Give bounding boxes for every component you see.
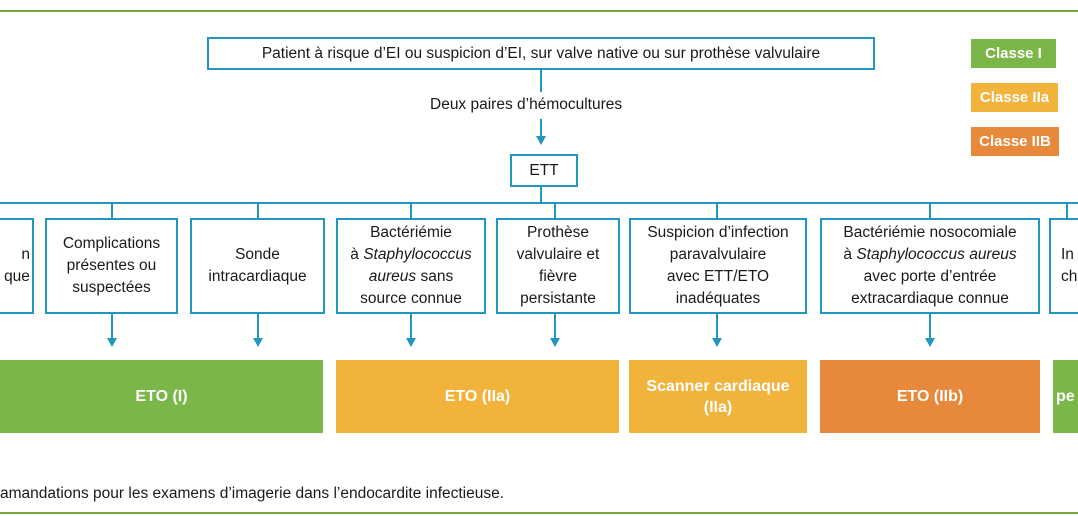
- drop-c2: [257, 202, 259, 218]
- c3-line-2-pre: à: [350, 246, 364, 263]
- c3-line-1: Bactériémie: [370, 224, 452, 241]
- figure-caption: amandations pour les examens d’imagerie …: [0, 485, 505, 502]
- result-eto-iia: ETO (IIa): [336, 360, 619, 433]
- result-eto-iib: ETO (IIb): [820, 360, 1040, 433]
- c3-line-3: aureus sans: [350, 266, 472, 288]
- connector-ett: [540, 187, 542, 203]
- arrow-c1: [107, 338, 117, 347]
- legend-classe-iia: Classe IIa: [971, 83, 1058, 112]
- c7-line-2: ch: [1061, 268, 1078, 285]
- arrow-to-ett: [536, 136, 546, 145]
- bottom-frame-line: [0, 512, 1078, 514]
- c3-line-3-em: aureus: [368, 268, 417, 285]
- condition-box-bacteriemie-staph: Bactériémie à Staphylococcus aureus sans…: [336, 218, 486, 314]
- condition-box-paravalvulaire: Suspicion d’infection paravalvulaire ave…: [629, 218, 807, 314]
- condition-box-sonde: Sonde intracardiaque: [190, 218, 325, 314]
- c4-line-1: Prothèse: [526, 224, 590, 241]
- arrow-c6: [925, 338, 935, 347]
- top-frame-line: [0, 10, 1078, 12]
- link-c4: [554, 314, 556, 338]
- drop-c1: [111, 202, 113, 218]
- arrow-c2: [253, 338, 263, 347]
- r3-line-2: (IIa): [703, 398, 733, 416]
- link-c5: [716, 314, 718, 338]
- r3-line-1: Scanner cardiaque: [646, 377, 790, 395]
- connector-root: [540, 70, 542, 92]
- c1-line-2: présentes ou: [66, 257, 157, 274]
- root-box: Patient à risque d’EI ou suspicion d’EI,…: [207, 37, 875, 70]
- c3-line-2-em: Staphylococcus: [363, 246, 472, 263]
- branch-bus: [0, 202, 1078, 204]
- condition-box-0: n que: [0, 218, 34, 314]
- link-c6: [929, 314, 931, 338]
- result-scanner-cardiaque: Scanner cardiaque (IIa): [629, 360, 807, 433]
- c6-line-2: à Staphylococcus aureus: [843, 244, 1016, 266]
- result-eto-i: ETO (I): [0, 360, 323, 433]
- c2-line-2: intracardiaque: [208, 268, 307, 285]
- condition-box-prothese: Prothèse valvulaire et fièvre persistant…: [496, 218, 620, 314]
- c5-line-3: avec ETT/ETO: [666, 268, 770, 285]
- link-c2: [257, 314, 259, 338]
- c0-line-1: n: [21, 246, 30, 263]
- c2-line-1: Sonde: [235, 246, 280, 263]
- ett-text: ETT: [529, 161, 559, 179]
- condition-box-7: In ch: [1049, 218, 1078, 314]
- drop-c6: [929, 202, 931, 218]
- drop-c3: [410, 202, 412, 218]
- c6-line-3: avec porte d’entrée: [863, 268, 997, 285]
- r5-line-1: pe: [1056, 388, 1075, 405]
- arrow-c4: [550, 338, 560, 347]
- arrow-c5: [712, 338, 722, 347]
- c6-line-2-pre: à: [843, 246, 857, 263]
- c5-line-4: inadéquates: [675, 290, 761, 307]
- c6-line-1: Bactériémie nosocomiale: [843, 224, 1017, 241]
- condition-box-complications: Complications présentes ou suspectées: [45, 218, 178, 314]
- drop-c5: [716, 202, 718, 218]
- edge-label: Deux paires d’hémocultures: [430, 96, 623, 113]
- c1-line-3: suspectées: [72, 279, 151, 296]
- c3-line-2: à Staphylococcus: [350, 244, 472, 266]
- ett-box: ETT: [510, 154, 578, 187]
- c6-line-2-em: Staphylococcus aureus: [856, 246, 1017, 263]
- c4-line-3: fièvre: [539, 268, 577, 285]
- legend-classe-i: Classe I: [971, 39, 1056, 68]
- link-c3: [410, 314, 412, 338]
- legend-classe-iib: Classe IIB: [971, 127, 1059, 156]
- c6-line-4: extracardiaque connue: [851, 290, 1009, 307]
- r1-line-1: ETO (I): [135, 388, 188, 405]
- result-5: pe: [1053, 360, 1078, 433]
- c4-line-2: valvulaire et: [516, 246, 600, 263]
- c7-line-1: In: [1061, 246, 1074, 263]
- c5-line-2: paravalvulaire: [669, 246, 767, 263]
- c1-line-1: Complications: [62, 235, 161, 252]
- root-text: Patient à risque d’EI ou suspicion d’EI,…: [261, 44, 821, 62]
- connector-edge: [540, 119, 542, 136]
- link-c1: [111, 314, 113, 338]
- r4-line-1: ETO (IIb): [896, 388, 964, 405]
- c5-line-1: Suspicion d’infection: [647, 224, 789, 241]
- c3-line-4: source connue: [360, 290, 462, 307]
- c3-line-3-post: sans: [416, 268, 454, 285]
- drop-c4: [554, 202, 556, 218]
- c4-line-4: persistante: [520, 290, 596, 307]
- condition-box-nosocomiale: Bactériémie nosocomiale à Staphylococcus…: [820, 218, 1040, 314]
- r2-line-1: ETO (IIa): [444, 388, 511, 405]
- arrow-c3: [406, 338, 416, 347]
- drop-c7: [1066, 202, 1068, 218]
- c0-line-2: que: [4, 268, 30, 285]
